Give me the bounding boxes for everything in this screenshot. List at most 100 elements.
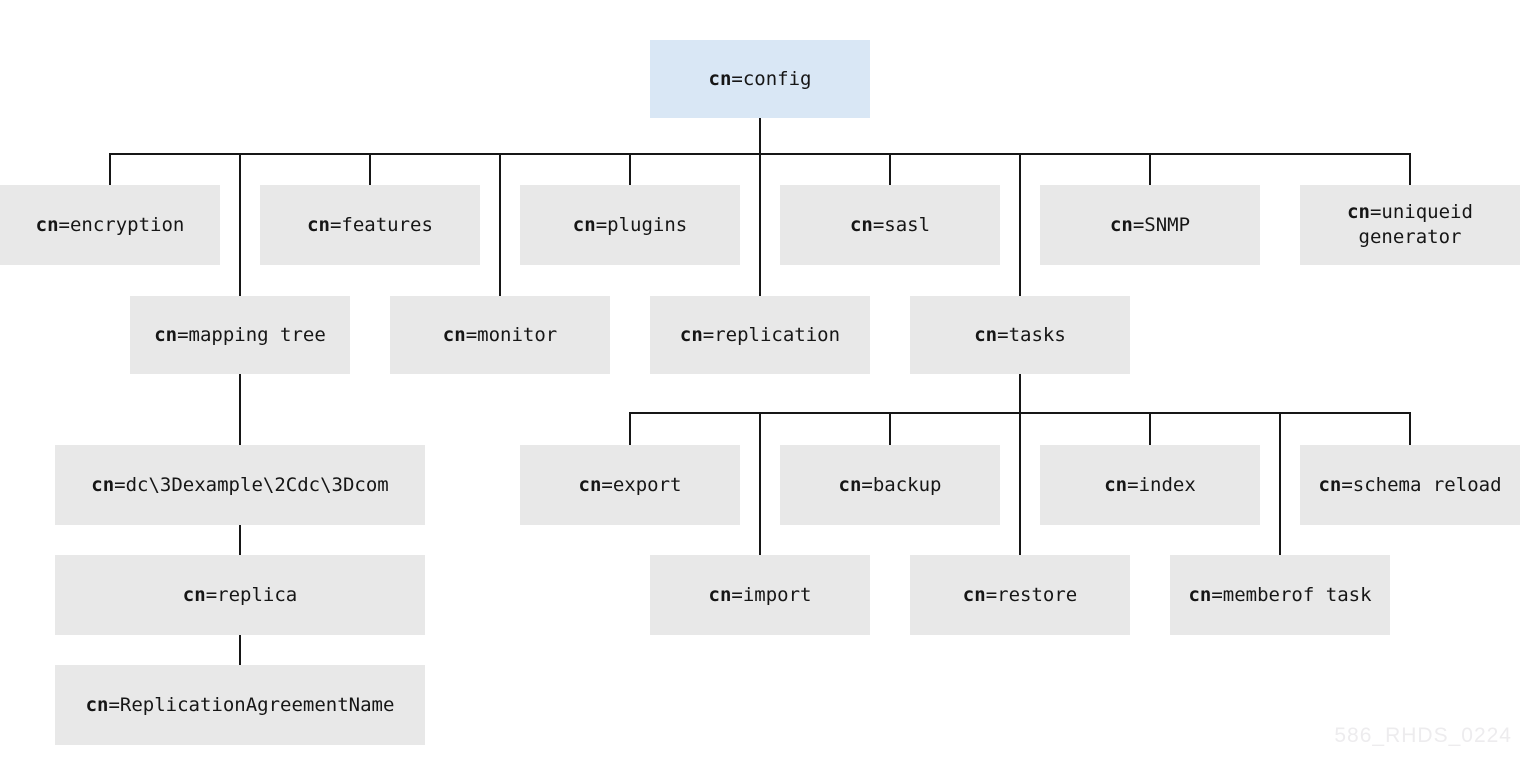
connector-line [239, 525, 241, 541]
tree-node-replication: cn=replication [650, 296, 870, 374]
tree-node-mapping-tree: cn=mapping tree [130, 296, 350, 374]
tree-node-tasks: cn=tasks [910, 296, 1130, 374]
node-label: cn=monitor [443, 323, 557, 348]
watermark: 586_RHDS_0224 [1334, 724, 1512, 747]
tree-node-monitor: cn=monitor [390, 296, 610, 374]
connector-line [1019, 374, 1021, 414]
node-label-value: =SNMP [1132, 213, 1191, 236]
connector-line [239, 409, 241, 445]
node-label-prefix: cn [679, 323, 703, 346]
node-label: cn=features [307, 213, 433, 238]
connector-line [1149, 412, 1151, 445]
node-label-value: =dc\3Dexample\2Cdc\3Dcom [114, 473, 389, 496]
node-label: cn=encryption [36, 213, 185, 238]
connector-line [889, 412, 891, 445]
connector-line [239, 649, 241, 665]
node-label-value: =uniqueid generator [1358, 201, 1473, 248]
node-label-value: =restore [985, 583, 1078, 606]
connector-line [1019, 412, 1021, 555]
connector-line [369, 153, 371, 185]
connector-line [629, 153, 631, 185]
node-label: cn=import [709, 583, 812, 608]
tree-node-config: cn=config [650, 40, 870, 118]
node-label-prefix: cn [838, 473, 862, 496]
connector-line [239, 153, 241, 296]
tree-node-plugins: cn=plugins [520, 185, 740, 265]
tree-node-dc-example: cn=dc\3Dexample\2Cdc\3Dcom [55, 445, 425, 525]
node-label-value: =features [329, 213, 433, 236]
connector-line [239, 374, 241, 411]
node-label-value: =ReplicationAgreementName [108, 693, 395, 716]
node-label: cn=dc\3Dexample\2Cdc\3Dcom [91, 473, 388, 498]
connector-line [109, 153, 111, 185]
node-label: cn=SNMP [1110, 213, 1190, 238]
node-label-value: =schema reload [1341, 473, 1502, 496]
tree-node-restore: cn=restore [910, 555, 1130, 635]
node-label-prefix: cn [442, 323, 466, 346]
node-label-prefix: cn [1109, 213, 1133, 236]
tree-node-backup: cn=backup [780, 445, 1000, 525]
connector-line [759, 412, 761, 555]
connector-line [1409, 412, 1411, 445]
connector-line [239, 539, 241, 555]
node-label-prefix: cn [572, 213, 596, 236]
tree-node-sasl: cn=sasl [780, 185, 1000, 265]
connector-line [499, 153, 501, 296]
node-label: cn=tasks [974, 323, 1066, 348]
node-label: cn=sasl [850, 213, 930, 238]
tree-node-replication-agreement: cn=ReplicationAgreementName [55, 665, 425, 745]
connector-line [1409, 153, 1411, 185]
tree-node-snmp: cn=SNMP [1040, 185, 1260, 265]
node-label: cn=restore [963, 583, 1077, 608]
node-label-value: =index [1127, 473, 1196, 496]
node-label: cn=export [579, 473, 682, 498]
tree-node-encryption: cn=encryption [0, 185, 220, 265]
node-label: cn=config [709, 67, 812, 92]
tree-node-memberof-task: cn=memberof task [1170, 555, 1390, 635]
connector-line [629, 412, 631, 445]
node-label: cn=plugins [573, 213, 687, 238]
node-label-prefix: cn [35, 213, 59, 236]
node-label-value: =encryption [58, 213, 185, 236]
node-label-value: =config [731, 67, 812, 90]
connector-line [1019, 153, 1021, 296]
node-label: cn=index [1104, 473, 1196, 498]
node-label-prefix: cn [708, 583, 732, 606]
node-label-value: =replica [205, 583, 298, 606]
tree-node-import: cn=import [650, 555, 870, 635]
node-label: cn=ReplicationAgreementName [86, 693, 395, 718]
node-label-value: =tasks [997, 323, 1066, 346]
node-label-value: =replication [702, 323, 841, 346]
node-label-prefix: cn [962, 583, 986, 606]
node-label-prefix: cn [85, 693, 109, 716]
node-label-value: =export [601, 473, 682, 496]
connector-line [1279, 412, 1281, 555]
node-label: cn=uniqueid generator [1310, 200, 1510, 250]
node-label-value: =memberof task [1211, 583, 1372, 606]
node-label-value: =mapping tree [177, 323, 326, 346]
tree-node-features: cn=features [260, 185, 480, 265]
connector-line [239, 635, 241, 651]
connector-line [889, 153, 891, 185]
node-label-prefix: cn [91, 473, 115, 496]
tree-node-replica: cn=replica [55, 555, 425, 635]
node-label-value: =plugins [595, 213, 688, 236]
node-label-prefix: cn [154, 323, 178, 346]
connector-line [759, 118, 761, 155]
node-label-prefix: cn [307, 213, 330, 236]
node-label-prefix: cn [182, 583, 206, 606]
node-label-value: =monitor [465, 323, 558, 346]
node-label: cn=memberof task [1188, 583, 1371, 608]
node-label-prefix: cn [1104, 473, 1128, 496]
node-label-prefix: cn [849, 213, 873, 236]
tree-node-uniqueid-generator: cn=uniqueid generator [1300, 185, 1520, 265]
node-label-prefix: cn [1347, 201, 1370, 223]
node-label: cn=replication [680, 323, 840, 348]
tree-node-export: cn=export [520, 445, 740, 525]
node-label: cn=mapping tree [154, 323, 326, 348]
tree-node-schema-reload: cn=schema reload [1300, 445, 1520, 525]
node-label-value: =import [731, 583, 812, 606]
node-label: cn=schema reload [1318, 473, 1501, 498]
node-label-prefix: cn [1188, 583, 1212, 606]
